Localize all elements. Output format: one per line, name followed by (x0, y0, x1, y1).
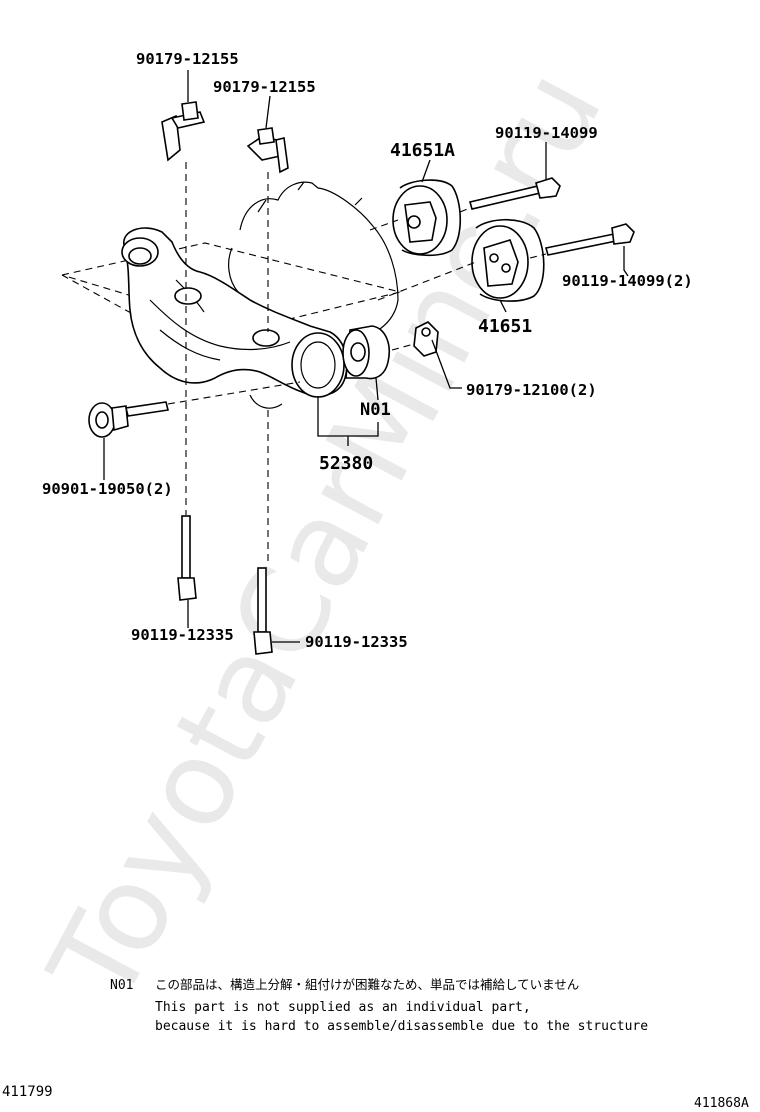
assembly-lines (167, 162, 547, 566)
label-nut-small: 90179-12100(2) (466, 381, 597, 399)
stud-bolt-right (253, 567, 273, 655)
long-bolt-lower (544, 223, 635, 256)
note-english-line1: This part is not supplied as an individu… (155, 1000, 531, 1015)
bushing-n01 (342, 325, 390, 380)
note-english-line2: because it is hard to assemble/disassemb… (155, 1019, 648, 1034)
figure-id: 411799 (2, 1084, 53, 1100)
note-code: N01 (110, 978, 133, 993)
differential-housing-outline (228, 181, 399, 336)
mount-41651a (392, 179, 462, 257)
note-japanese: この部品は、構造上分解・組付けが困難なため、単品では補給していません (155, 977, 579, 992)
bracket-bolt-a (161, 101, 206, 162)
label-stud-bolt-left: 90119-12335 (131, 626, 234, 644)
label-support-member: 52380 (319, 453, 373, 474)
stud-bolt-left (177, 515, 197, 601)
label-long-bolt-lower: 90119-14099(2) (562, 272, 693, 290)
long-bolt-upper (469, 177, 561, 210)
label-long-bolt-upper: 90119-14099 (495, 124, 598, 142)
label-bracket-bolt-a: 90179-12155 (136, 50, 239, 68)
drawing-id: 411868A (694, 1096, 749, 1111)
mount-41651 (471, 218, 545, 302)
label-n01: N01 (360, 400, 391, 420)
label-stud-bolt-right: 90119-12335 (305, 633, 408, 651)
label-mount-41651a: 41651A (390, 140, 455, 161)
leader-lines (103, 70, 629, 643)
label-bracket-bolt-b: 90179-12155 (213, 78, 316, 96)
washer-bolt (88, 401, 169, 438)
label-mount-41651: 41651 (478, 316, 532, 337)
bracket-bolt-b (246, 127, 289, 174)
label-washer-bolt: 90901-19050(2) (42, 480, 173, 498)
watermark-text: ToyotaCarMine.ru (22, 48, 628, 1024)
suspension-member-52380 (121, 227, 348, 409)
